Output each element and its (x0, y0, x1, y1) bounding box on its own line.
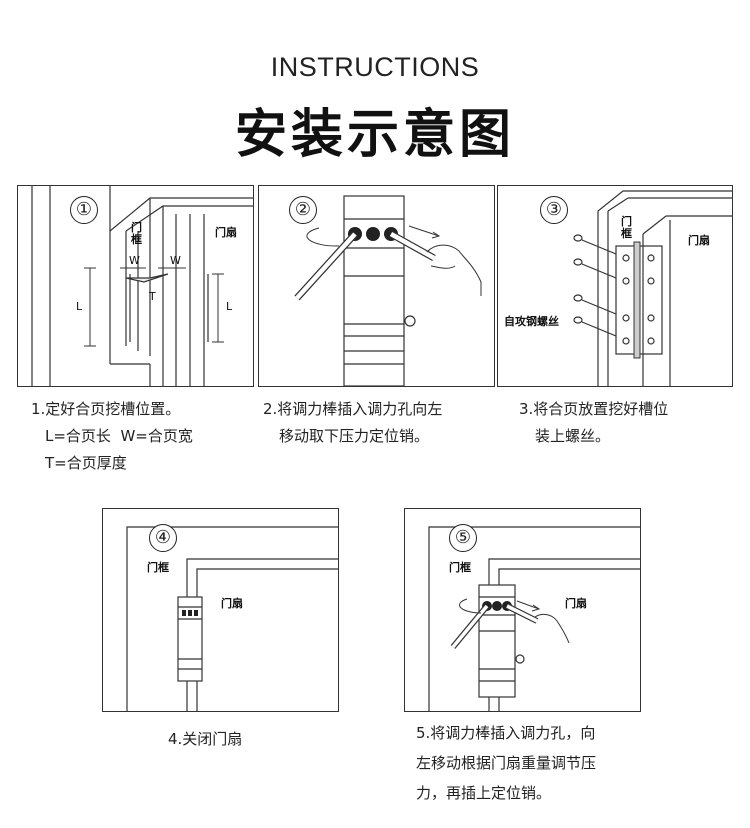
step-1-caption: 1.定好合页挖槽位置。 L=合页长 W=合页宽 T=合页厚度 (31, 396, 193, 477)
step-5-caption-line-1: 5.将调力棒插入调力孔，向 (416, 724, 596, 742)
step-3-screw-label: 自攻钢螺丝 (502, 313, 561, 329)
step-5-caption: 5.将调力棒插入调力孔，向 左移动根据门扇重量调节压 力，再插上定位销。 (416, 718, 596, 808)
step-2-diagram: ② (258, 185, 495, 387)
step-2-illustration (294, 195, 482, 386)
step-4-illustration (126, 526, 338, 711)
step-3-caption: 3.将合页放置挖好槽位 装上螺丝。 (519, 396, 668, 450)
step-2-number: ② (289, 196, 317, 224)
step-4-caption: 4.关闭门扇 (168, 726, 242, 753)
step-2-caption: 2.将调力棒插入调力孔向左 移动取下压力定位销。 (263, 396, 442, 450)
title-chinese: 安装示意图 (234, 105, 515, 165)
step-1-t-label: T (149, 290, 156, 303)
title-english: INSTRUCTIONS (270, 52, 480, 82)
step-4-frame-label: 门框 (147, 561, 169, 574)
step-1-diagram: ① 门 框 门扇 W W T L L (17, 185, 254, 387)
step-1-door-label: 门扇 (215, 226, 237, 239)
step-4-caption-line-1: 4.关闭门扇 (168, 730, 243, 748)
step-5-illustration (428, 526, 640, 711)
step-3-frame-label: 门 框 (621, 215, 632, 240)
step-1-frame-label: 门 框 (131, 221, 142, 246)
step-4-door-label: 门扇 (221, 597, 243, 610)
step-5-diagram: ⑤ 门框 门扇 (404, 508, 641, 712)
step-3-number: ③ (540, 196, 568, 224)
step-3-caption-line-2: 装上螺丝。 (535, 427, 611, 445)
step-1-caption-line-1: 1.定好合页挖槽位置。 (31, 400, 181, 418)
step-1-number: ① (70, 196, 98, 224)
step-4-number: ④ (149, 524, 177, 552)
step-1-caption-line-2: L=合页长 W=合页宽 (45, 427, 193, 445)
step-3-diagram: ③ 门 框 门扇 自攻钢螺丝 (497, 185, 733, 387)
step-5-door-label: 门扇 (565, 597, 587, 610)
step-1-illustration (31, 186, 253, 386)
step-4-diagram: ④ 门框 门扇 (102, 508, 339, 712)
step-1-caption-line-3: T=合页厚度 (45, 454, 127, 472)
step-1-l2-label: L (226, 300, 233, 313)
step-3-door-label: 门扇 (688, 234, 710, 247)
step-5-number: ⑤ (449, 524, 477, 552)
step-3-illustration (573, 190, 732, 386)
step-1-w2-label: W (170, 254, 181, 267)
step-3-caption-line-1: 3.将合页放置挖好槽位 (519, 400, 669, 418)
step-1-l1-label: L (76, 300, 83, 313)
step-5-caption-line-3: 力，再插上定位销。 (416, 784, 552, 802)
step-1-w1-label: W (129, 254, 140, 267)
step-2-caption-line-2: 移动取下压力定位销。 (279, 427, 430, 445)
step-5-frame-label: 门框 (449, 561, 471, 574)
step-2-caption-line-1: 2.将调力棒插入调力孔向左 (263, 400, 443, 418)
step-5-caption-line-2: 左移动根据门扇重量调节压 (416, 754, 597, 772)
